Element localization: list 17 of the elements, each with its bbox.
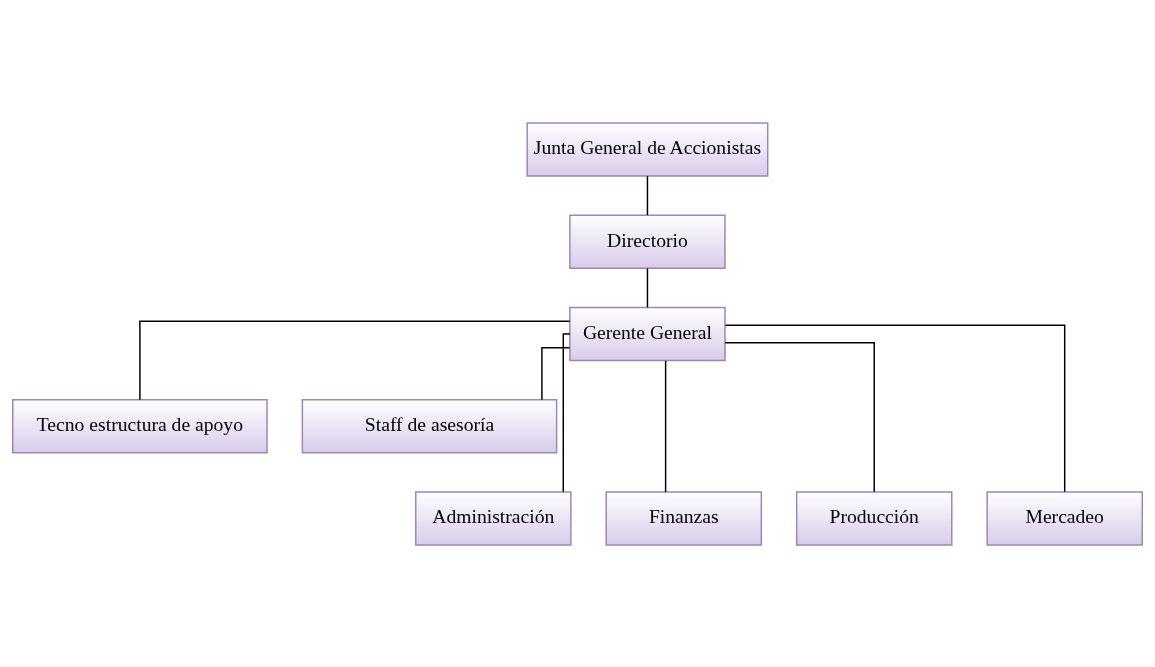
connector (724, 323, 1066, 492)
node-box: Directorio (569, 213, 726, 269)
connector (646, 267, 649, 308)
connector (541, 346, 571, 400)
node-box: Finanzas (605, 490, 763, 546)
node-box: Staff de asesoría (301, 398, 558, 454)
node-box: Administración (415, 490, 572, 546)
node-box: Mercadeo (986, 490, 1143, 546)
connector (139, 320, 571, 400)
node-box: Producción (795, 490, 953, 546)
node-box: Junta General de Accionistas (526, 121, 769, 177)
connector (562, 332, 571, 492)
connector (646, 174, 649, 216)
node-box: Tecno estructura de apoyo (12, 398, 268, 454)
node-box: Gerente General (569, 306, 726, 361)
connector (664, 359, 667, 493)
connector (724, 341, 875, 493)
